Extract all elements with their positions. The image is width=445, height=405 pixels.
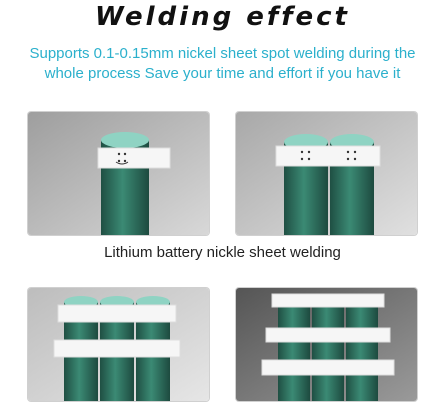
photo-single-cell xyxy=(28,112,209,235)
photo-pack-3-rows xyxy=(236,288,417,401)
caption-text: Lithium battery nickle sheet welding xyxy=(104,244,341,261)
photo-two-cells xyxy=(236,112,417,235)
photo-pack-2-rows xyxy=(28,288,209,401)
page-title: Welding effect xyxy=(95,2,350,32)
subtitle-text: Supports 0.1-0.15mm nickel sheet spot we… xyxy=(29,45,416,82)
